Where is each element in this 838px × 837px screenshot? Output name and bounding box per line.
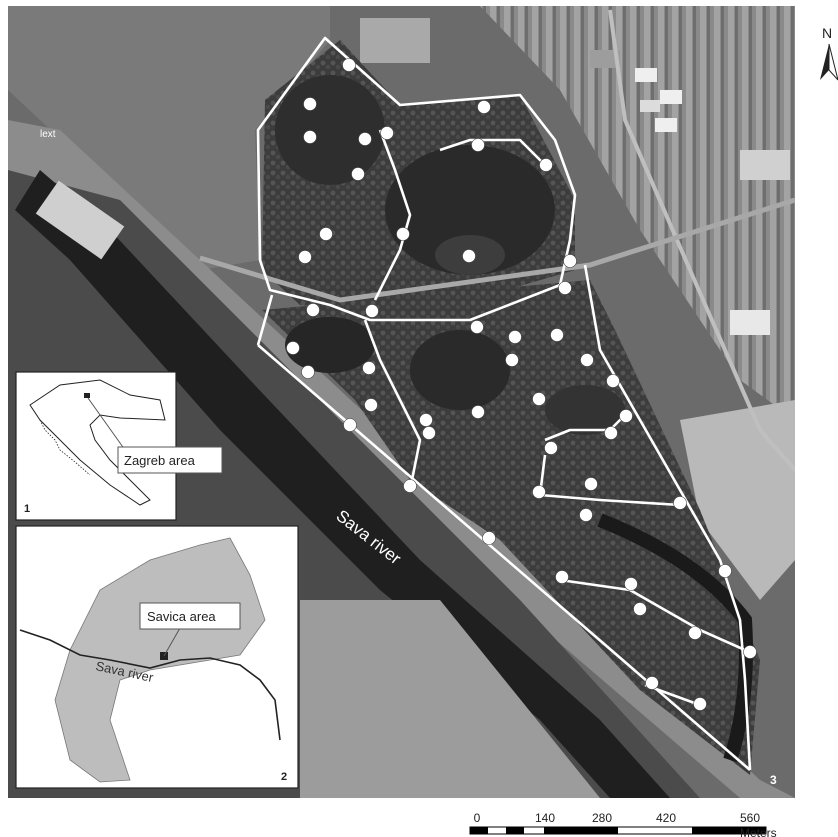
wetland-forest-south <box>262 280 760 775</box>
sample-point <box>301 365 315 379</box>
north-arrow-icon: N <box>820 25 838 81</box>
scale-tick-label: 140 <box>535 811 555 825</box>
inset-zagreb-number: 2 <box>281 771 287 783</box>
sample-point <box>688 626 702 640</box>
sample-point <box>604 426 618 440</box>
sample-point <box>462 249 476 263</box>
sample-point <box>351 167 365 181</box>
walking-paths <box>256 36 752 771</box>
light-field <box>680 400 795 600</box>
grassland-area <box>8 6 330 270</box>
sample-point <box>303 97 317 111</box>
sample-point <box>470 320 484 334</box>
sample-point <box>693 697 707 711</box>
sample-point <box>482 531 496 545</box>
lake-south-east <box>545 385 625 435</box>
sample-point <box>471 405 485 419</box>
sample-point <box>584 477 598 491</box>
sample-point <box>555 570 569 584</box>
sample-point <box>477 100 491 114</box>
sample-point <box>505 353 519 367</box>
main-panel-number: 3 <box>770 773 777 787</box>
sample-point <box>579 508 593 522</box>
scale-bar: 0 140 280 420 560 Meters <box>469 811 777 837</box>
zagreb-area-label: Zagreb area <box>124 453 196 468</box>
savica-area-label: Savica area <box>147 609 216 624</box>
zagreb-marker <box>84 393 90 398</box>
oxbow-channel <box>597 513 753 763</box>
scale-tick-label: 0 <box>474 811 481 825</box>
sample-point <box>471 138 485 152</box>
inset-zagreb: Savica area Sava river 2 <box>15 525 299 789</box>
sample-point <box>362 361 376 375</box>
sample-point <box>563 254 577 268</box>
sample-point <box>306 303 320 317</box>
sample-point <box>365 304 379 318</box>
sample-point <box>319 227 333 241</box>
scale-tick-label: 560 <box>740 811 760 825</box>
sample-point <box>544 441 558 455</box>
zagreb-callout <box>117 446 223 474</box>
sample-point <box>624 577 638 591</box>
sample-point <box>743 645 757 659</box>
sample-point <box>508 330 522 344</box>
sample-point <box>673 496 687 510</box>
road-east <box>608 9 795 472</box>
weir <box>35 180 125 260</box>
lake-south-west <box>285 317 375 373</box>
sample-point <box>298 250 312 264</box>
sample-point <box>343 418 357 432</box>
sample-point <box>358 132 372 146</box>
buildings-top <box>360 18 790 180</box>
scale-tick-label: 420 <box>656 811 676 825</box>
sample-point <box>532 392 546 406</box>
sample-point <box>645 676 659 690</box>
lake-north-central <box>385 145 555 275</box>
sample-point <box>606 374 620 388</box>
sample-point <box>286 341 300 355</box>
sample-point <box>550 328 564 342</box>
sava-river-channel <box>15 170 670 798</box>
lake-south-central <box>410 330 510 410</box>
lake-north-west <box>275 75 385 185</box>
scale-unit: Meters <box>740 826 777 837</box>
sample-point <box>303 130 317 144</box>
sample-point <box>422 426 436 440</box>
north-letter: N <box>822 25 832 41</box>
agricultural-fields <box>480 6 795 420</box>
sample-point <box>619 409 633 423</box>
croatia-outline <box>29 379 166 506</box>
sample-point <box>580 353 594 367</box>
sample-point <box>403 479 417 493</box>
sample-point <box>558 281 572 295</box>
inset-croatia: Zagreb area 1 <box>15 371 223 521</box>
sample-points <box>286 58 757 711</box>
savica-callout <box>139 602 241 630</box>
inset-croatia-number: 1 <box>24 503 30 515</box>
sample-point <box>419 413 433 427</box>
sample-point <box>364 398 378 412</box>
building-right <box>730 310 770 335</box>
sava-river-inset <box>19 629 281 741</box>
sample-point <box>396 227 410 241</box>
sample-point <box>342 58 356 72</box>
road-cross <box>199 197 795 303</box>
sample-point <box>380 126 394 140</box>
scale-tick-label: 280 <box>592 811 612 825</box>
corner-label: lext <box>40 129 56 140</box>
sample-point <box>718 564 732 578</box>
sample-point <box>532 485 546 499</box>
sample-point <box>539 158 553 172</box>
urban-area <box>300 600 600 798</box>
sample-point <box>633 602 647 616</box>
